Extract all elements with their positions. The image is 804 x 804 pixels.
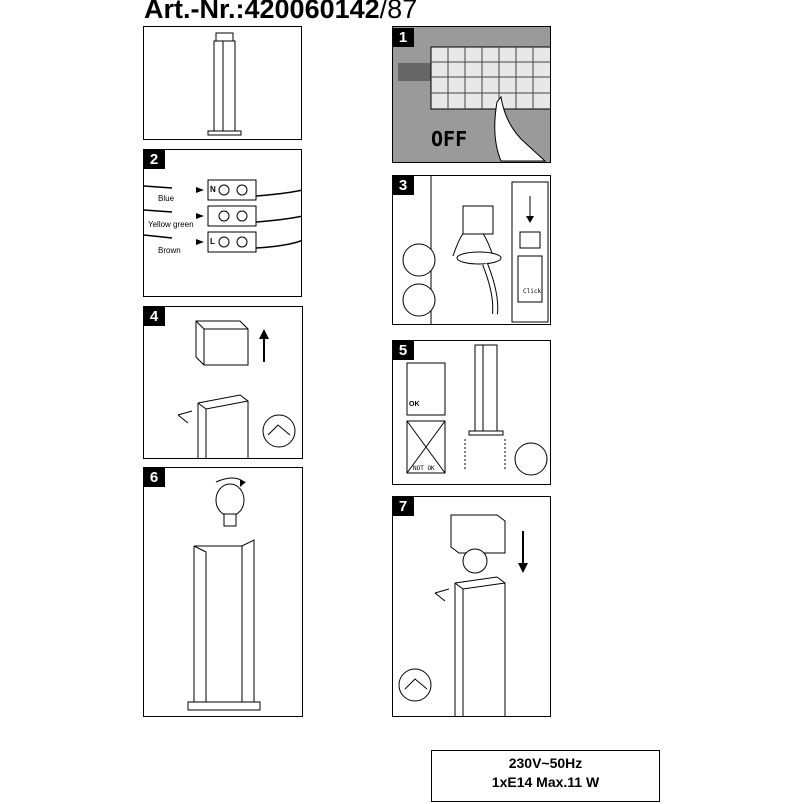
- step-5-panel: OK NOT OK: [392, 340, 551, 485]
- step-7-panel: [392, 496, 551, 717]
- step-badge-2: 2: [143, 150, 165, 169]
- voltage-spec: 230V~50Hz: [508, 755, 583, 771]
- step-3-panel: Click: [392, 175, 551, 325]
- step-badge-6: 6: [143, 468, 165, 487]
- reattach-cap-illustration: [398, 514, 528, 716]
- article-prefix: Art.-Nr.:: [144, 0, 245, 24]
- click-label: Click: [523, 288, 542, 295]
- step-4-panel: [143, 306, 303, 459]
- off-label: OFF: [431, 127, 468, 151]
- wiring-illustration: [144, 179, 301, 253]
- step-1-panel: OFF: [392, 26, 551, 163]
- article-number: 420060142: [244, 0, 380, 24]
- step-badge-1: 1: [392, 28, 414, 47]
- step-badge-4: 4: [143, 307, 165, 326]
- not-ok-label: NOT OK: [413, 465, 435, 472]
- wire-label-blue: Blue: [158, 194, 175, 203]
- connection-illustration: [402, 176, 549, 324]
- step-6-panel: [143, 467, 303, 717]
- bollard-lamp-illustration: [207, 32, 242, 136]
- step-2-panel: Blue Yellow green Brown N L: [143, 149, 302, 297]
- terminal-n-label: N: [210, 185, 216, 194]
- terminal-l-label: L: [210, 237, 215, 246]
- fixing-illustration: [406, 344, 548, 476]
- article-suffix: 87: [387, 0, 418, 24]
- step-badge-7: 7: [392, 497, 414, 516]
- article-slash: /: [379, 0, 388, 24]
- article-number-title: Art.-Nr.:420060142/87: [144, 0, 417, 25]
- wire-label-yellow-green: Yellow green: [148, 220, 194, 229]
- ok-label: OK: [409, 401, 420, 408]
- step-badge-5: 5: [392, 341, 414, 360]
- bulb-spec: 1xE14 Max.11 W: [491, 774, 600, 790]
- product-overview-panel: [143, 26, 302, 140]
- wire-label-brown: Brown: [158, 246, 181, 255]
- remove-cap-illustration: [177, 320, 296, 458]
- breaker-off-illustration: [398, 46, 550, 162]
- specifications-box: 230V~50Hz 1xE14 Max.11 W: [431, 750, 660, 802]
- insert-bulb-illustration: [187, 477, 261, 711]
- step-badge-3: 3: [392, 176, 414, 195]
